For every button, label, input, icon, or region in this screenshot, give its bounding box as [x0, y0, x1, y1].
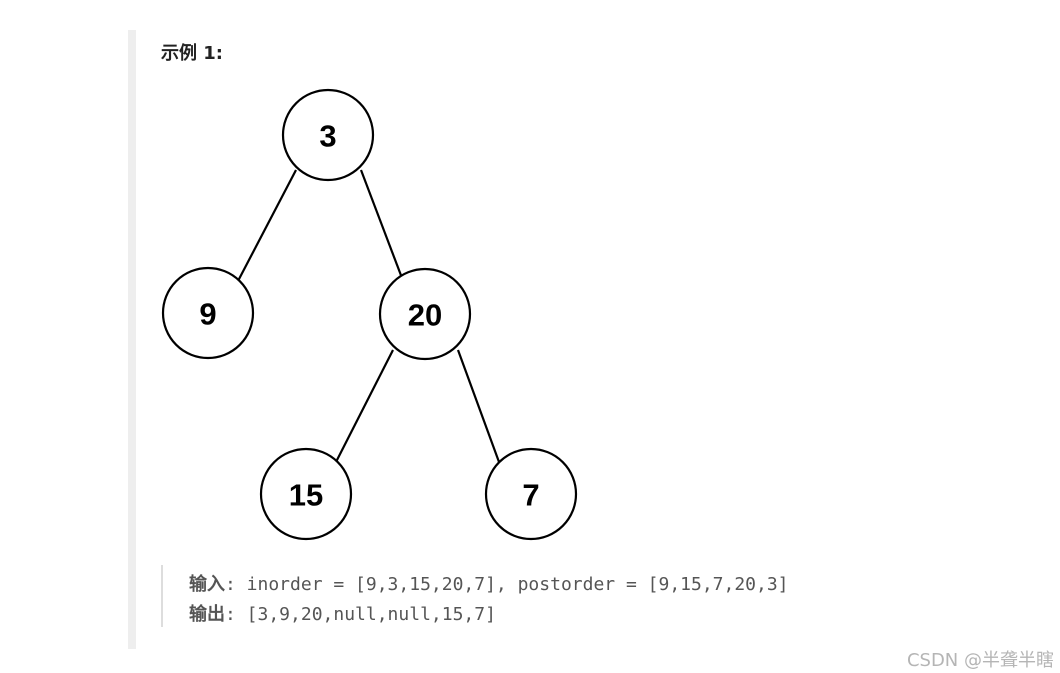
- node-label-15: 15: [289, 478, 323, 513]
- edge-3-20: [359, 169, 404, 279]
- example-title: 示例 1:: [161, 43, 223, 64]
- node-label-3: 3: [319, 119, 336, 154]
- edge-20-7: [456, 349, 501, 463]
- node-circle-3: [281, 88, 375, 182]
- node-circle-7: [484, 447, 578, 541]
- node-label-20: 20: [408, 298, 442, 333]
- input-line: 输入: inorder = [9,3,15,20,7], postorder =…: [189, 570, 789, 596]
- output-value: : [3,9,20,null,null,15,7]: [225, 604, 496, 625]
- edge-3-9: [237, 169, 297, 282]
- input-label: 输入: [189, 574, 225, 595]
- output-label: 输出: [189, 604, 225, 625]
- node-circle-20: [378, 267, 472, 361]
- node-circle-15: [259, 447, 353, 541]
- node-label-9: 9: [199, 297, 216, 332]
- input-value: : inorder = [9,3,15,20,7], postorder = […: [225, 574, 789, 595]
- output-line: 输出: [3,9,20,null,null,15,7]: [189, 600, 496, 626]
- node-label-7: 7: [522, 478, 539, 513]
- node-circle-9: [161, 266, 255, 360]
- edge-20-15: [335, 349, 394, 463]
- blockquote-bar: [128, 30, 136, 649]
- example-io-block: 输入: inorder = [9,3,15,20,7], postorder =…: [161, 565, 923, 627]
- watermark: CSDN @半聋半瞎: [906, 650, 1054, 671]
